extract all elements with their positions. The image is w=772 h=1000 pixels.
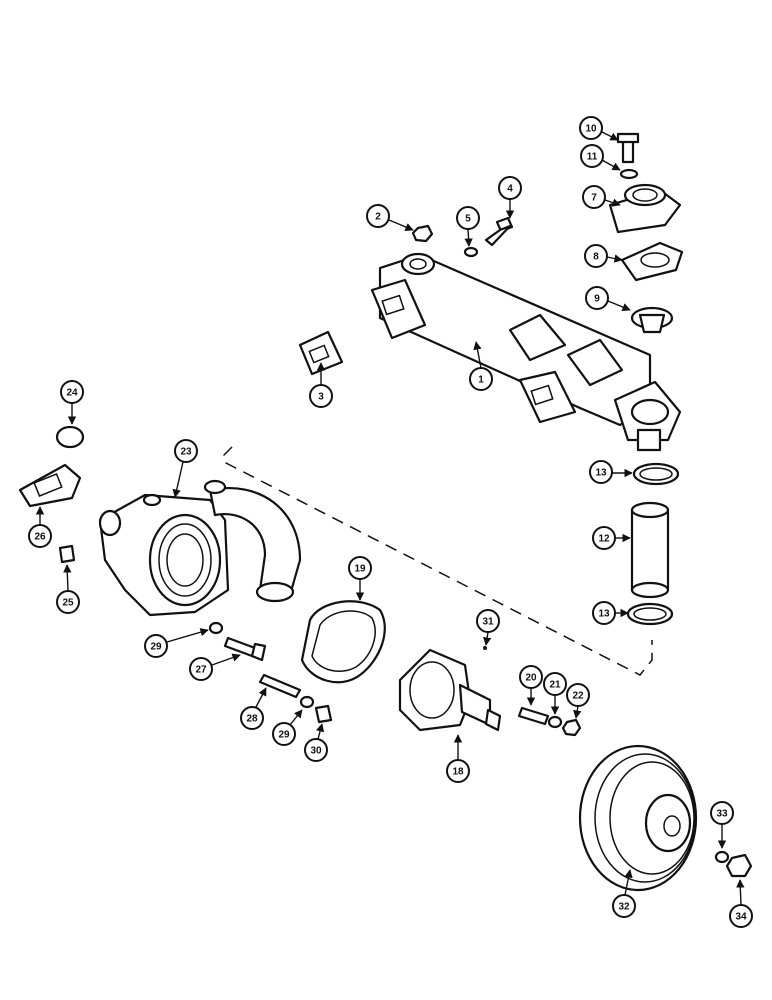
svg-text:11: 11	[587, 152, 598, 163]
svg-text:31: 31	[482, 617, 494, 628]
svg-text:29: 29	[150, 642, 162, 653]
callout-34: 34	[729, 879, 753, 928]
callout-2: 2	[366, 204, 414, 231]
manifold-fasteners	[411, 216, 514, 258]
svg-text:32: 32	[618, 902, 630, 913]
svg-text:3: 3	[318, 392, 324, 403]
callout-21: 21	[543, 672, 567, 715]
callout-19: 19	[348, 556, 372, 601]
svg-text:21: 21	[549, 680, 561, 691]
svg-text:10: 10	[585, 124, 597, 135]
callout-25: 25	[56, 564, 80, 614]
svg-text:13: 13	[595, 468, 607, 479]
svg-text:24: 24	[66, 388, 78, 399]
callout-13-lower: 13	[592, 601, 629, 625]
svg-text:23: 23	[180, 447, 192, 458]
callout-3: 3	[309, 362, 333, 408]
callout-20: 20	[519, 665, 543, 706]
callout-24: 24	[60, 380, 84, 425]
manifold-gasket	[298, 330, 344, 376]
callout-12: 12	[592, 526, 631, 550]
fan-pulley	[578, 744, 698, 892]
callout-23: 23	[172, 439, 198, 498]
assembly-dashed-line	[223, 446, 653, 676]
callout-10: 10	[579, 116, 619, 141]
svg-text:22: 22	[572, 691, 584, 702]
callout-1: 1	[469, 341, 493, 391]
callout-13-upper: 13	[589, 460, 633, 484]
svg-text:9: 9	[594, 294, 600, 305]
svg-text:29: 29	[278, 730, 290, 741]
coolant-manifold	[370, 252, 682, 452]
svg-text:7: 7	[591, 193, 597, 204]
svg-text:28: 28	[246, 714, 258, 725]
callout-18: 18	[446, 734, 470, 783]
housing-plug-and-gasket	[18, 425, 85, 564]
callout-31: 31	[476, 609, 500, 646]
svg-text:12: 12	[598, 534, 610, 545]
callout-30: 30	[304, 723, 328, 762]
housing-fasteners	[208, 621, 333, 724]
svg-text:30: 30	[310, 746, 322, 757]
callout-4: 4	[498, 176, 522, 219]
svg-text:27: 27	[195, 665, 207, 676]
water-pump-housing	[98, 479, 302, 617]
callout-7: 7	[582, 185, 621, 209]
svg-text:26: 26	[34, 532, 46, 543]
callout-29-lower: 29	[272, 709, 303, 746]
bypass-hose-assembly	[626, 462, 680, 626]
svg-text:4: 4	[507, 184, 513, 195]
pulley-washer-and-nut	[714, 850, 753, 878]
callout-11: 11	[580, 144, 621, 171]
callout-33: 33	[710, 801, 734, 849]
svg-text:13: 13	[598, 609, 610, 620]
thermostat-assembly	[608, 132, 684, 334]
callout-22: 22	[566, 683, 590, 719]
callout-5: 5	[456, 206, 480, 247]
callout-9: 9	[585, 286, 631, 312]
callout-32: 32	[612, 869, 636, 918]
pump-gasket	[300, 600, 386, 684]
svg-text:8: 8	[593, 252, 599, 263]
svg-text:18: 18	[452, 767, 464, 778]
callout-26: 26	[28, 506, 52, 548]
svg-text:5: 5	[465, 214, 471, 225]
svg-text:33: 33	[716, 809, 728, 820]
svg-text:34: 34	[735, 912, 747, 923]
callout-29-upper: 29	[144, 628, 209, 658]
callout-8: 8	[584, 244, 623, 268]
callout-28: 28	[240, 687, 267, 730]
svg-text:25: 25	[62, 598, 74, 609]
svg-text:19: 19	[354, 564, 366, 575]
svg-text:20: 20	[525, 673, 537, 684]
pump-stud-washer-nut	[517, 706, 582, 737]
svg-text:2: 2	[375, 212, 381, 223]
svg-text:1: 1	[478, 375, 484, 386]
water-pump	[398, 646, 502, 732]
callout-27: 27	[189, 653, 241, 681]
